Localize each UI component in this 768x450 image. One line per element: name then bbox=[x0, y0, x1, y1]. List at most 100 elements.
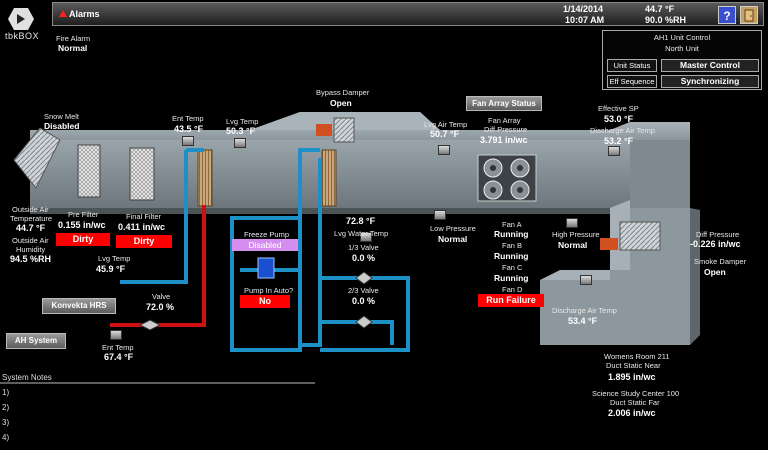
ent-temp-bottom-label: Ent Temp bbox=[102, 343, 134, 352]
unit-control-subtitle: North Unit bbox=[665, 44, 699, 53]
freeze-pump-status[interactable]: Disabled bbox=[232, 239, 298, 251]
unit-status-value[interactable]: Master Control bbox=[661, 59, 759, 72]
lvg-water-temp-value: 72.8 °F bbox=[346, 216, 376, 226]
eff-sequence-label: Eff Sequence bbox=[607, 75, 657, 88]
main-valve-graphic bbox=[138, 319, 162, 331]
discharge-air-temp-sensor bbox=[608, 146, 620, 156]
one-third-valve-label: 1/3 Valve bbox=[348, 243, 379, 252]
lvg-temp-left-value: 45.9 °F bbox=[96, 264, 126, 274]
outside-air-temp-label2: Temperature bbox=[10, 214, 53, 223]
final-filter-graphic bbox=[129, 147, 155, 201]
system-note-3[interactable]: 3) bbox=[2, 418, 10, 427]
intake-louver bbox=[13, 127, 61, 189]
low-pressure-sensor bbox=[434, 210, 446, 220]
system-notes-title: System Notes bbox=[2, 373, 52, 382]
science-center-label1: Science Study Center 100 bbox=[592, 389, 680, 398]
bypass-damper-label: Bypass Damper bbox=[316, 88, 370, 97]
system-note-1[interactable]: 1) bbox=[2, 388, 10, 397]
discharge-air-temp-top-label: Discharge Air Temp bbox=[590, 126, 655, 135]
ent-temp-bottom-value: 67.4 °F bbox=[104, 352, 134, 362]
help-button[interactable]: ? bbox=[718, 6, 736, 24]
smoke-damper-graphic bbox=[619, 221, 661, 251]
fan-b-label: Fan B bbox=[502, 241, 523, 250]
system-note-2[interactable]: 2) bbox=[2, 403, 10, 412]
heating-coil-graphic bbox=[197, 149, 213, 207]
freeze-pump-label: Freeze Pump bbox=[244, 230, 290, 239]
alarms-link[interactable]: Alarms bbox=[69, 9, 100, 19]
unit-control-title: AH1 Unit Control bbox=[653, 33, 711, 42]
tbkbox-logo bbox=[6, 6, 36, 32]
glycol-pipe bbox=[120, 148, 410, 352]
smoke-damper-value: Open bbox=[704, 267, 726, 277]
diff-pressure-label: Diff Pressure bbox=[696, 230, 740, 239]
low-pressure-label: Low Pressure bbox=[430, 224, 476, 233]
discharge-air-temp-bottom-label: Discharge Air Temp bbox=[552, 306, 617, 315]
unit-control-panel: AH1 Unit Control North Unit Unit Status … bbox=[602, 30, 762, 90]
outside-rh-display: 90.0 %RH bbox=[645, 15, 687, 25]
fan-c-value: Running bbox=[494, 273, 529, 283]
science-center-label2: Duct Static Far bbox=[610, 398, 660, 407]
high-pressure-value: Normal bbox=[558, 240, 588, 250]
effective-sp-label: Effective SP bbox=[598, 104, 639, 113]
alarm-icon bbox=[59, 10, 67, 17]
date-display: 1/14/2014 bbox=[563, 4, 604, 14]
final-filter-status: Dirty bbox=[116, 235, 172, 248]
lvg-temp-top-label: Lvg Temp bbox=[226, 117, 259, 126]
fan-array-label1: Fan Array bbox=[488, 116, 521, 125]
hot-water-pipe bbox=[110, 205, 206, 327]
outside-temp-display: 44.7 °F bbox=[645, 4, 675, 14]
system-note-4[interactable]: 4) bbox=[2, 433, 10, 442]
pre-filter-status: Dirty bbox=[56, 233, 110, 246]
door-icon[interactable] bbox=[740, 6, 758, 24]
fan-c-label: Fan C bbox=[502, 263, 523, 272]
pre-filter-label: Pre Filter bbox=[68, 210, 99, 219]
fan-d-label: Fan D bbox=[502, 285, 523, 294]
effective-sp-value: 53.0 °F bbox=[604, 114, 634, 124]
fan-array-label2: Diff Pressure bbox=[484, 125, 528, 134]
lvg-water-temp-sensor bbox=[360, 232, 372, 242]
discharge-air-temp-top-value: 53.2 °F bbox=[604, 136, 634, 146]
snow-melt-value: Disabled bbox=[44, 121, 80, 131]
snow-melt-label: Snow Melt bbox=[44, 112, 80, 121]
smoke-damper-label: Smoke Damper bbox=[694, 257, 747, 266]
outside-air-humidity-value: 94.5 %RH bbox=[10, 254, 52, 264]
science-center-value: 2.006 in/wc bbox=[608, 408, 656, 418]
womens-room-label2: Duct Static Near bbox=[606, 361, 661, 370]
bypass-damper-value: Open bbox=[330, 98, 352, 108]
diff-pressure-value: -0.226 in/wc bbox=[690, 239, 741, 249]
fire-alarm-value: Normal bbox=[58, 43, 88, 53]
two-third-valve-label: 2/3 Valve bbox=[348, 286, 379, 295]
pre-filter-graphic bbox=[77, 144, 101, 198]
one-third-valve-value: 0.0 % bbox=[352, 253, 376, 263]
fan-array-status-button[interactable]: Fan Array Status bbox=[466, 96, 542, 111]
womens-room-value: 1.895 in/wc bbox=[608, 372, 656, 382]
cooling-coil-graphic bbox=[321, 149, 337, 207]
pre-filter-value: 0.155 in/wc bbox=[58, 220, 106, 230]
fan-array-value: 3.791 in/wc bbox=[480, 135, 528, 145]
outside-air-humidity-label2: Humidity bbox=[16, 245, 46, 254]
lvg-water-temp-label: Lvg Water Temp bbox=[334, 229, 389, 238]
lvg-air-temp-sensor bbox=[438, 145, 450, 155]
final-filter-value: 0.411 in/wc bbox=[118, 222, 166, 232]
fan-array-graphic bbox=[477, 154, 537, 202]
two-third-valve-value: 0.0 % bbox=[352, 296, 376, 306]
eff-sequence-value[interactable]: Synchronizing bbox=[661, 75, 759, 88]
ah-system-button[interactable]: AH System bbox=[6, 333, 66, 349]
lvg-air-temp-label: Lvg Air Temp bbox=[424, 120, 468, 129]
womens-room-label1: Womens Room 211 bbox=[604, 352, 670, 361]
ent-temp-label: Ent Temp bbox=[172, 114, 204, 123]
outside-air-temp-label1: Outside Air bbox=[12, 205, 49, 214]
outside-air-temp-value: 44.7 °F bbox=[16, 223, 46, 233]
time-display: 10:07 AM bbox=[565, 15, 605, 25]
high-pressure-sensor bbox=[566, 218, 578, 228]
fan-a-label: Fan A bbox=[502, 220, 522, 229]
konvekta-hrs-button[interactable]: Konvekta HRS bbox=[42, 298, 116, 314]
ent-temp-value: 43.5 °F bbox=[174, 124, 204, 134]
high-pressure-label: High Pressure bbox=[552, 230, 600, 239]
fan-a-value: Running bbox=[494, 229, 529, 239]
fire-alarm-label: Fire Alarm bbox=[56, 34, 91, 43]
final-filter-label: Final Filter bbox=[126, 212, 162, 221]
main-valve-label: Valve bbox=[152, 292, 171, 301]
lvg-air-temp-value: 50.7 °F bbox=[430, 129, 460, 139]
